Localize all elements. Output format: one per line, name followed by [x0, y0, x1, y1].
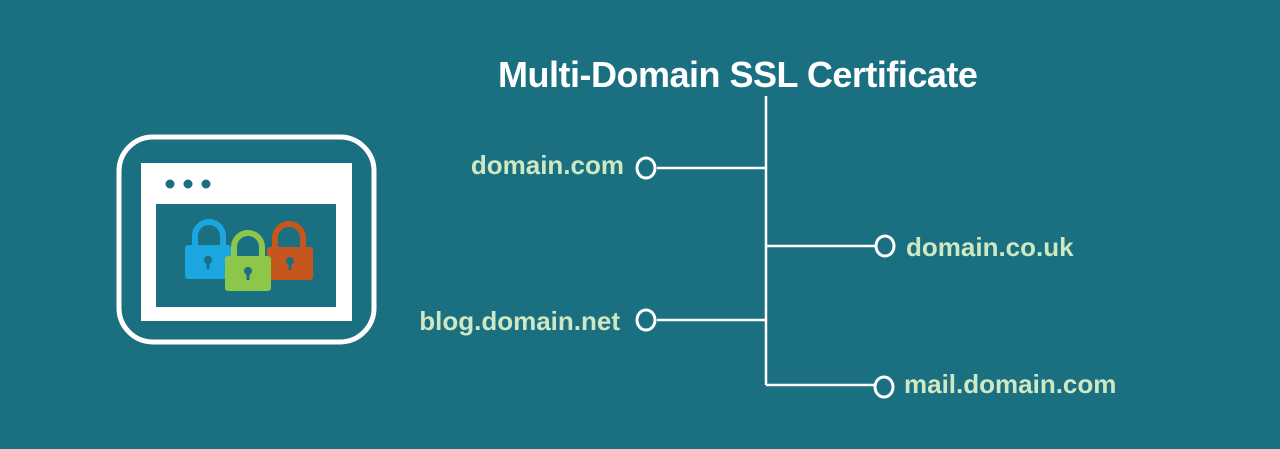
domain-label-domain-com: domain.com: [470, 150, 624, 180]
icon-outer-frame: [116, 134, 377, 345]
node-circle-couk: [874, 234, 896, 258]
padlock-orange-icon: [267, 221, 313, 280]
window-dot: [183, 179, 193, 189]
domain-label-domain-co-uk: domain.co.uk: [906, 232, 1074, 262]
domain-label-mail-domain-com: mail.domain.com: [904, 369, 1117, 399]
node-circle-blog: [635, 308, 657, 332]
page-title: Multi-Domain SSL Certificate: [498, 54, 978, 95]
window-dot: [165, 179, 175, 189]
connector-lines: [657, 96, 875, 387]
padlock-green-icon: [225, 230, 271, 291]
browser-window-with-padlocks-icon: [116, 134, 377, 345]
node-circle-mail: [873, 375, 895, 399]
node-circle-domain-com: [635, 156, 657, 180]
connector-nodes: [635, 156, 896, 399]
padlock-blue-icon: [185, 219, 231, 279]
domain-label-blog-domain-net: blog.domain.net: [419, 306, 620, 336]
window-dot: [201, 179, 211, 189]
